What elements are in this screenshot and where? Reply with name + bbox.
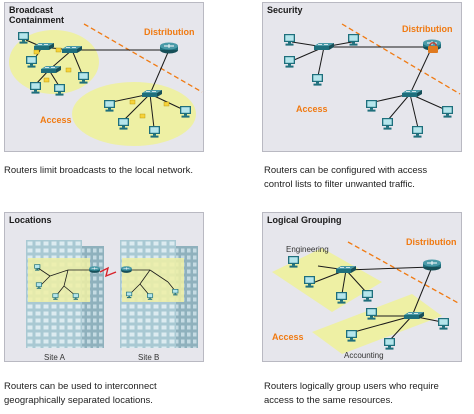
engineering-group <box>272 248 382 312</box>
broadcast-packet-icon <box>43 77 50 83</box>
broadcast-packet-icon <box>33 49 40 55</box>
caption-line: Routers can be configured with access <box>264 165 428 176</box>
accounting-label: Accounting <box>344 351 384 360</box>
panel-title: Broadcast Containment <box>9 5 64 25</box>
broadcast-packet-icon <box>65 67 72 73</box>
caption-security: Routers can be configured with access co… <box>264 164 427 192</box>
broadcast-domain-bottom <box>72 82 196 146</box>
pc-icon <box>18 32 29 44</box>
access-label: Access <box>272 332 304 342</box>
caption-broadcast: Routers limit broadcasts to the local ne… <box>4 165 194 176</box>
panel-security: Security Distribution Access <box>262 2 462 152</box>
pc-icon <box>336 292 347 304</box>
panel-title: Logical Grouping <box>267 215 342 225</box>
panel-logical-grouping: Logical Grouping Distribution Access Eng… <box>262 212 462 362</box>
pc-icon <box>149 126 160 138</box>
security-diagram <box>262 2 462 152</box>
panel-locations: Site A Site B Locations <box>4 212 204 362</box>
broadcast-packet-icon <box>129 99 136 105</box>
distribution-label: Distribution <box>402 24 453 34</box>
pc-icon <box>52 293 59 300</box>
broadcast-packet-icon <box>55 47 62 53</box>
broadcast-packet-icon <box>139 113 146 119</box>
distribution-boundary <box>347 241 461 305</box>
router-icon <box>422 259 442 271</box>
pc-icon <box>288 256 299 268</box>
access-label: Access <box>296 104 328 114</box>
caption-line: control lists to filter unwanted traffic… <box>264 179 415 190</box>
pc-icon <box>438 318 449 330</box>
router-icon <box>120 266 133 274</box>
router-icon <box>159 42 179 54</box>
pc-icon <box>362 290 373 302</box>
access-label: Access <box>40 115 72 125</box>
caption-line: Routers logically group users who requir… <box>264 381 439 392</box>
pc-icon <box>126 291 133 299</box>
pc-icon <box>34 264 41 271</box>
pc-icon <box>118 118 129 130</box>
logical-grouping-diagram <box>262 212 462 362</box>
caption-line: Routers can be used to interconnect <box>4 381 157 392</box>
site-a-label: Site A <box>44 353 65 362</box>
panel-broadcast-containment: Broadcast Containment Distribution Acces… <box>4 2 204 152</box>
pc-icon <box>384 338 395 350</box>
pc-icon <box>348 34 359 46</box>
pc-icon <box>180 106 191 118</box>
pc-icon <box>346 330 357 342</box>
locations-diagram <box>4 212 204 362</box>
pc-icon <box>30 82 41 94</box>
distribution-label: Distribution <box>406 237 457 247</box>
distribution-boundary <box>83 23 203 93</box>
pc-icon <box>366 100 377 112</box>
accounting-group <box>312 294 442 354</box>
lock-icon <box>428 42 438 53</box>
site-b-label: Site B <box>138 353 160 362</box>
broadcast-diagram <box>4 2 204 152</box>
caption-line: access to the same resources. <box>264 395 393 406</box>
engineering-label: Engineering <box>286 245 329 254</box>
pc-icon <box>312 74 323 86</box>
pc-icon <box>26 56 37 68</box>
pc-icon <box>304 276 315 288</box>
pc-icon <box>442 106 453 118</box>
router-icon <box>88 266 101 274</box>
pc-icon <box>284 56 295 68</box>
pc-icon <box>72 293 79 300</box>
pc-icon <box>382 118 393 130</box>
pc-icon <box>366 308 377 320</box>
pc-icon <box>54 84 65 96</box>
caption-logical-grouping: Routers logically group users who requir… <box>264 380 439 408</box>
pc-icon <box>78 72 89 84</box>
pc-icon <box>147 293 154 300</box>
pc-icon <box>412 126 423 138</box>
pc-icon <box>172 289 179 296</box>
broadcast-packet-icon <box>163 101 170 107</box>
pc-icon <box>35 282 42 289</box>
panel-title: Locations <box>9 215 52 225</box>
pc-icon <box>104 100 115 112</box>
wan-link-icon <box>99 266 117 278</box>
caption-locations: Routers can be used to interconnect geog… <box>4 380 157 408</box>
distribution-label: Distribution <box>144 27 195 37</box>
caption-line: geographically separated locations. <box>4 395 153 406</box>
pc-icon <box>284 34 295 46</box>
panel-title: Security <box>267 5 303 15</box>
distribution-boundary <box>341 23 461 95</box>
